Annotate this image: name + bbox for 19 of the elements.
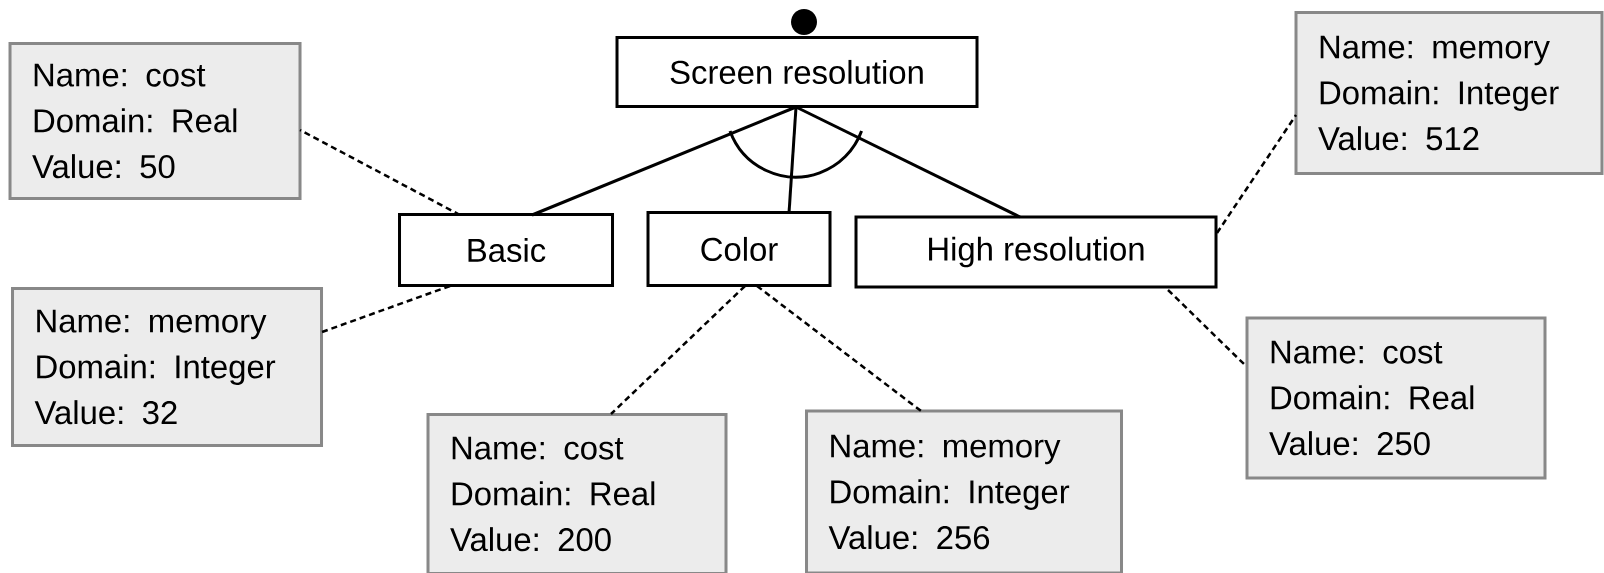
connector-line [531, 105, 797, 217]
feature-box: Basic [398, 213, 614, 287]
connector-line [795, 105, 1021, 219]
dashed-connector [299, 128, 461, 217]
feature-box: Screen resolution [615, 36, 979, 108]
attribute-box: Name: cost Domain: Real Value: 250 [1245, 316, 1547, 480]
dashed-connector [756, 285, 922, 412]
attribute-box: Name: memory Domain: Integer Value: 512 [1294, 11, 1604, 175]
attribute-box: Name: memory Domain: Integer Value: 256 [805, 409, 1123, 573]
dashed-connector [610, 285, 746, 415]
dashed-connector [1215, 114, 1298, 234]
attribute-box: Name: cost Domain: Real Value: 200 [426, 413, 728, 573]
dashed-connector [321, 284, 451, 334]
dashed-connector [1167, 289, 1247, 367]
attribute-box: Name: memory Domain: Integer Value: 32 [11, 287, 323, 447]
attribute-box: Name: cost Domain: Real Value: 50 [8, 42, 302, 200]
feature-box: Color [646, 211, 832, 287]
connector-line [787, 106, 798, 214]
feature-box: High resolution [854, 215, 1218, 289]
